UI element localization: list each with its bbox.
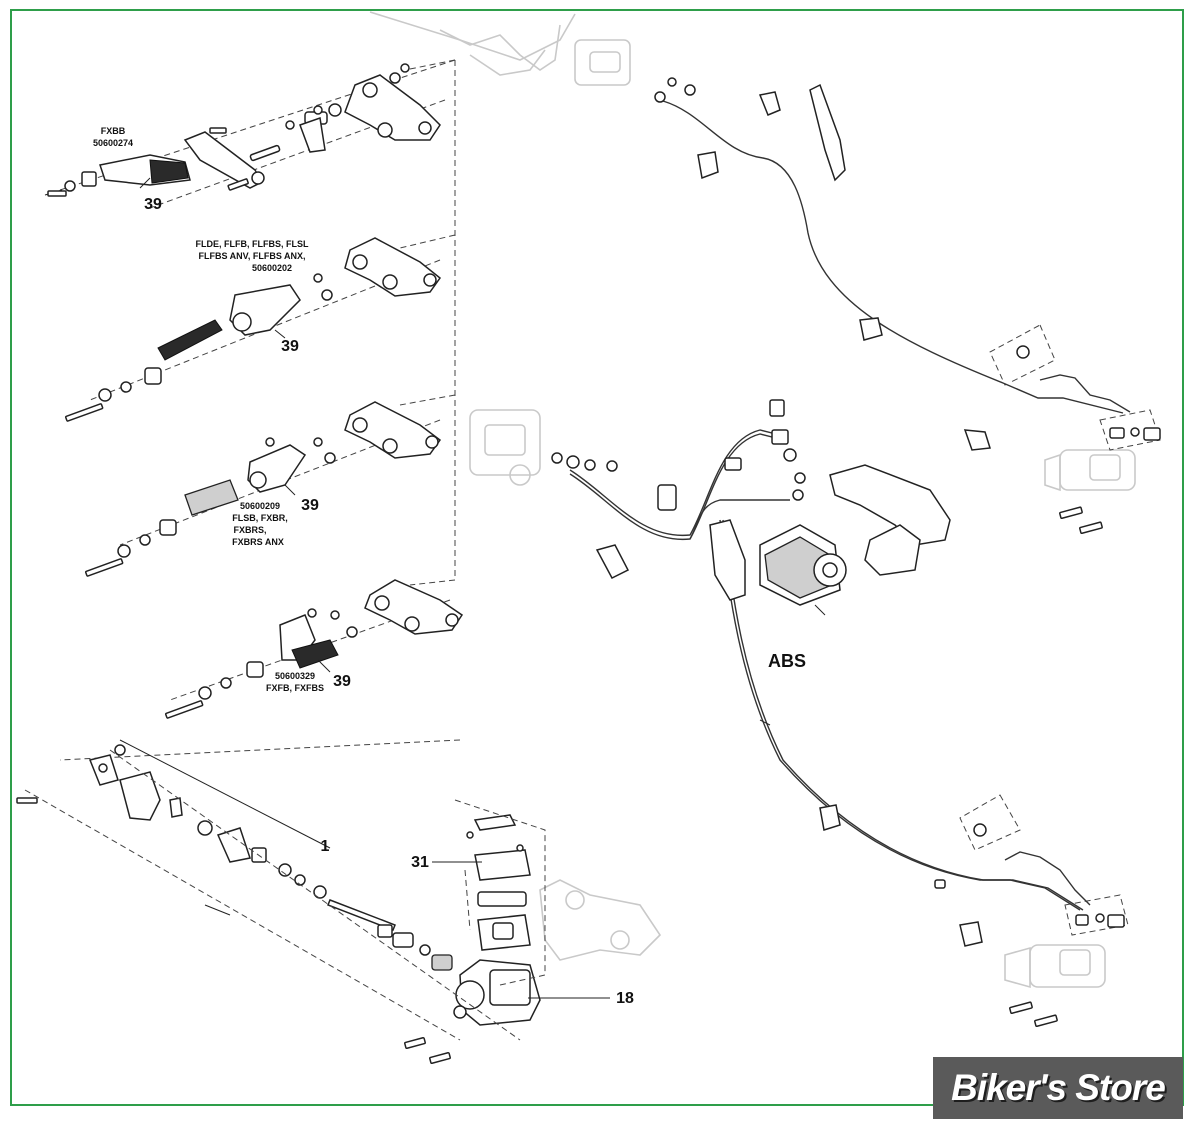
caliper-fittings-mid — [551, 452, 618, 472]
callout-39-flde: 39 — [281, 338, 299, 355]
callout-18: 18 — [616, 990, 634, 1007]
callout-leaders — [119, 177, 826, 999]
caliper-mount-top — [654, 77, 1161, 535]
footrest-group-flde — [64, 237, 442, 422]
footrest-group-flsb — [84, 401, 442, 577]
ghost-frame-top — [369, 11, 631, 86]
callout-31: 31 — [411, 854, 429, 871]
caliper-fittings-bottom — [819, 804, 1125, 1028]
master-cylinder-assembly — [16, 744, 546, 1065]
footrest-group-fxfb — [164, 579, 464, 719]
footrest-group-fxbb — [44, 63, 441, 197]
callout-39-flsb: 39 — [301, 497, 319, 514]
callout-39-fxfb: 39 — [333, 673, 351, 690]
ghost-caliper-mid — [469, 409, 541, 486]
ghost-master-cyl-2 — [1004, 944, 1106, 989]
abs-label: ABS — [768, 651, 806, 671]
ghost-bracket-bottom — [539, 879, 662, 961]
callout-39-fxbb: 39 — [144, 196, 162, 213]
abs-hoses — [569, 96, 1131, 911]
abs-module — [595, 399, 991, 606]
ghost-master-cyl-1 — [1044, 449, 1136, 492]
watermark-logo: Biker's Store — [933, 1057, 1183, 1119]
callout-1: 1 — [321, 838, 330, 855]
diagram-frame — [10, 9, 1184, 1106]
watermark-text: Biker's Store — [951, 1067, 1166, 1108]
